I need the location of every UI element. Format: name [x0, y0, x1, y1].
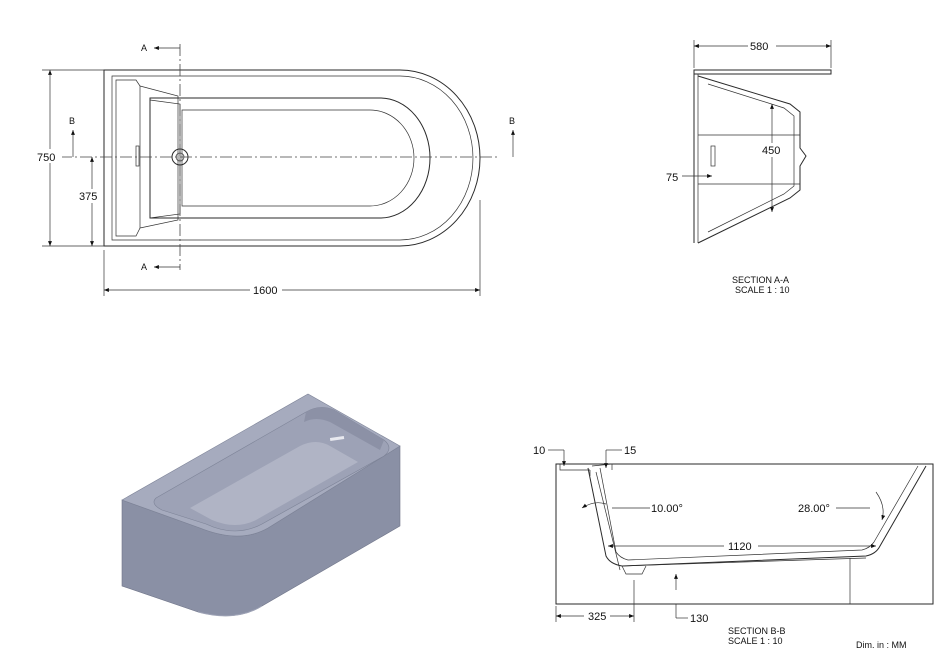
section-bb-title: SECTION B-B	[728, 626, 786, 636]
angle-bb-right: 28.00°	[798, 503, 830, 515]
section-aa-view: 580 450 75 SECTION A-A SCALE 1 : 10	[666, 39, 832, 295]
dim-drain: 375	[79, 191, 97, 203]
dim-bb-floor: 1120	[728, 541, 752, 553]
section-b-label-right: B	[509, 116, 515, 126]
section-bb-view: 10 15 10.00° 28.00° 1120 325 130 SECTION…	[533, 445, 934, 646]
section-aa-title: SECTION A-A	[732, 275, 789, 285]
dim-aa-top: 580	[750, 41, 768, 53]
plan-view: A A B B 750 375 1600	[36, 43, 515, 297]
units-note: Dim. in : MM	[856, 640, 907, 650]
section-a-label-top: A	[141, 43, 147, 53]
dim-bb-floor-height: 130	[690, 613, 708, 625]
section-aa-scale: SCALE 1 : 10	[735, 285, 790, 295]
dim-aa-depth: 450	[762, 145, 780, 157]
section-bb-scale: SCALE 1 : 10	[728, 636, 783, 646]
section-aa-rim	[693, 69, 832, 75]
section-aa-profile	[697, 75, 807, 244]
dim-width: 750	[37, 152, 55, 164]
dim-bb-left-offset: 325	[588, 611, 606, 623]
section-bb-outline	[555, 463, 934, 605]
plan-basin-floor	[181, 109, 415, 207]
section-b-label-left: B	[69, 116, 75, 126]
plan-outline	[103, 69, 481, 247]
section-bb-profile	[587, 465, 927, 567]
plan-basin	[149, 97, 431, 219]
dim-bb-rim-left: 10	[533, 445, 545, 457]
section-a-label-bottom: A	[141, 262, 147, 272]
plan-backrest	[115, 79, 141, 237]
plan-rim-inner	[111, 75, 474, 241]
angle-bb-left: 10.00°	[651, 503, 683, 515]
dim-length: 1600	[253, 285, 277, 297]
dim-aa-offset: 75	[666, 172, 678, 184]
dim-bb-rim-right: 15	[624, 445, 636, 457]
isometric-view	[121, 393, 401, 617]
